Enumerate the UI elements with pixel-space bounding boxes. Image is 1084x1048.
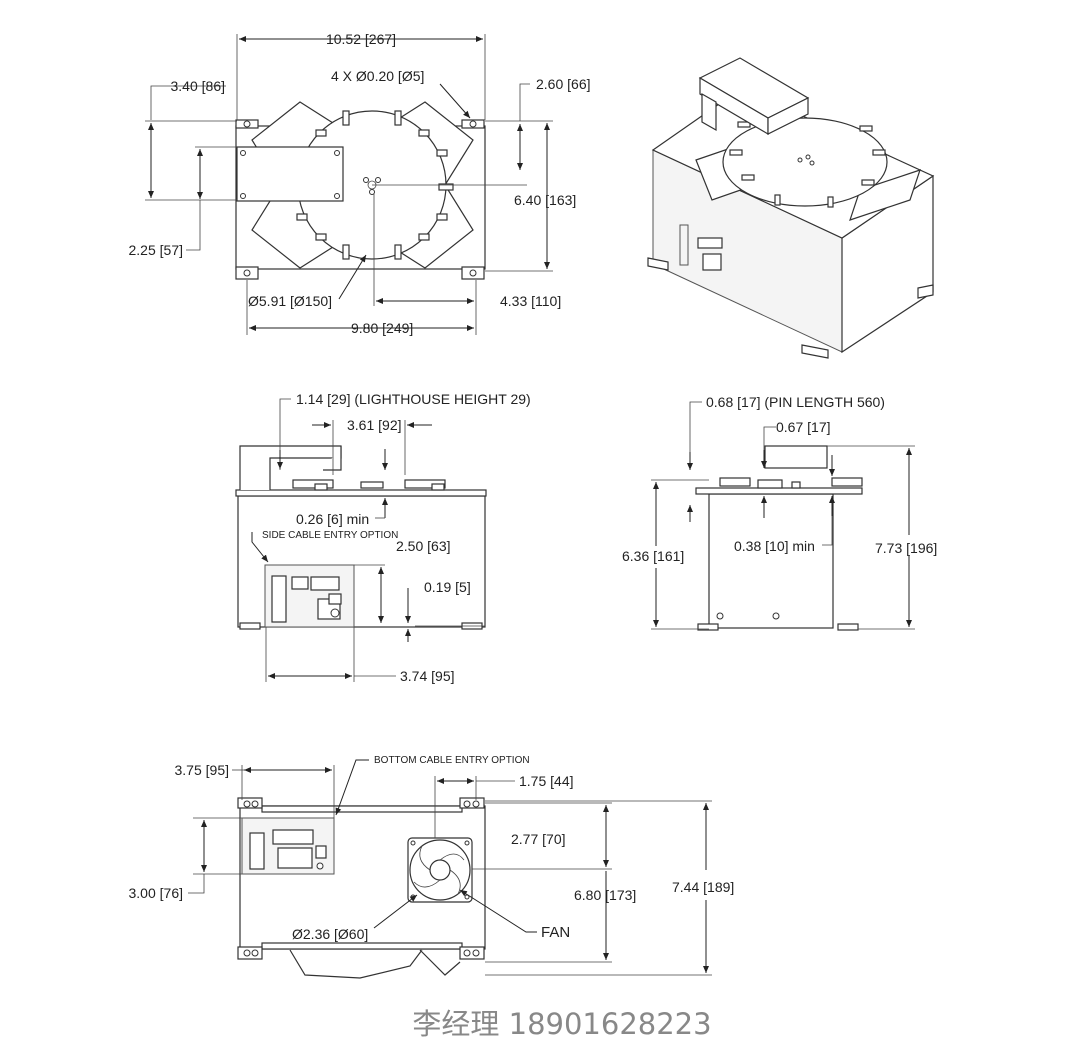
front-ethernet-port xyxy=(291,576,309,590)
side-lighthouse xyxy=(764,445,828,469)
mount-hole-tl xyxy=(243,120,251,128)
dim-cutout-height-label: 3.00 [76] xyxy=(129,885,184,901)
iso-foot-left xyxy=(647,257,669,271)
dim-total-height-bottom-label: 7.44 [189] xyxy=(672,879,734,895)
side-view: 0.68 [17] (PIN LENGTH 560) 0.67 [17] 0.3… xyxy=(622,394,937,631)
side-cable-entry-note: SIDE CABLE ENTRY OPTION xyxy=(262,530,398,541)
contact-line: 李经理 18901628223 xyxy=(412,1007,711,1041)
dim-overall-width-label: 10.52 [267] xyxy=(326,31,396,47)
iso-arm-right xyxy=(849,169,921,221)
dim-fan-offset-y-label: 2.77 [70] xyxy=(511,831,566,847)
dim-center-to-edge-label: 4.33 [110] xyxy=(500,293,561,309)
front-db9-port xyxy=(310,576,340,591)
dim-connector-width-label: 3.74 [95] xyxy=(400,668,455,684)
dim-total-height-label: 7.73 [196] xyxy=(875,540,937,556)
dim-left-offset-label: 3.40 [86] xyxy=(171,78,226,94)
iso-foot-front xyxy=(801,344,829,359)
bottom-power-socket xyxy=(277,847,313,869)
dim-clearance-label: 0.26 [6] min xyxy=(296,511,369,527)
side-top-plate xyxy=(695,487,863,495)
disc-hole-3 xyxy=(369,189,375,195)
bottom-fan xyxy=(407,837,473,903)
dim-lighthouse-height-label: 1.14 [29] (LIGHTHOUSE HEIGHT 29) xyxy=(296,391,531,407)
bottom-cable-entry-note: BOTTOM CABLE ENTRY OPTION xyxy=(374,755,530,766)
iso-power-socket xyxy=(702,253,722,271)
fan-label: FAN xyxy=(541,924,570,941)
dim-cutout-width-label: 3.75 [95] xyxy=(175,762,230,778)
disc-hole-1 xyxy=(363,177,369,183)
dim-pin-min-label: 0.38 [10] min xyxy=(734,538,815,554)
dim-inner-height-label: 6.80 [173] xyxy=(574,887,636,903)
iso-connector-panel xyxy=(679,224,689,266)
front-switch xyxy=(330,608,340,618)
bottom-arm-shadow xyxy=(289,949,423,979)
iso-data-port xyxy=(697,237,723,249)
front-pins xyxy=(292,479,446,491)
dim-connector-bottom-label: 0.19 [5] xyxy=(424,579,471,595)
dim-base-width-label: 9.80 [249] xyxy=(351,320,413,336)
disc-hole-2 xyxy=(375,177,381,183)
mount-hole-bl xyxy=(243,269,251,277)
front-view: 1.14 [29] (LIGHTHOUSE HEIGHT 29) 3.61 [9… xyxy=(235,391,531,684)
dim-plate-height-label: 2.25 [57] xyxy=(129,242,184,258)
dim-disc-diameter-label: Ø5.91 [Ø150] xyxy=(248,293,332,309)
mount-hole-br xyxy=(469,269,477,277)
iso-pins xyxy=(729,121,886,208)
bottom-view: BOTTOM CABLE ENTRY OPTION 3.75 [95] 1.75… xyxy=(129,755,734,979)
dim-fan-diameter-label: Ø2.36 [Ø60] xyxy=(292,926,368,942)
dim-right-offset-label: 2.60 [66] xyxy=(536,76,591,92)
iso-lighthouse-side xyxy=(767,97,809,135)
dim-holes-label: 4 X Ø0.20 [Ø5] xyxy=(331,68,424,84)
dim-body-height-label: 6.36 [161] xyxy=(622,548,684,564)
iso-disc xyxy=(722,117,888,207)
side-body-outline xyxy=(708,493,834,629)
isometric-view xyxy=(647,57,935,359)
dim-pin-spacing-label: 3.61 [92] xyxy=(347,417,402,433)
top-plate xyxy=(236,146,344,202)
front-top-plate xyxy=(235,489,487,497)
dim-fan-offset-x-label: 1.75 [44] xyxy=(519,773,574,789)
front-side-connector xyxy=(271,575,287,623)
mount-hole-tr xyxy=(469,120,477,128)
side-pins xyxy=(719,477,863,489)
top-view: 10.52 [267] 4 X Ø0.20 [Ø5] 3.40 [86] 2.2… xyxy=(129,31,591,336)
dim-depth-label: 6.40 [163] xyxy=(514,192,576,208)
dim-connector-height-label: 2.50 [63] xyxy=(396,538,451,554)
dim-pin-top-label: 0.67 [17] xyxy=(776,419,831,435)
iso-foot-right xyxy=(917,284,934,299)
dim-pin-length-label: 0.68 [17] (PIN LENGTH 560) xyxy=(706,394,885,410)
